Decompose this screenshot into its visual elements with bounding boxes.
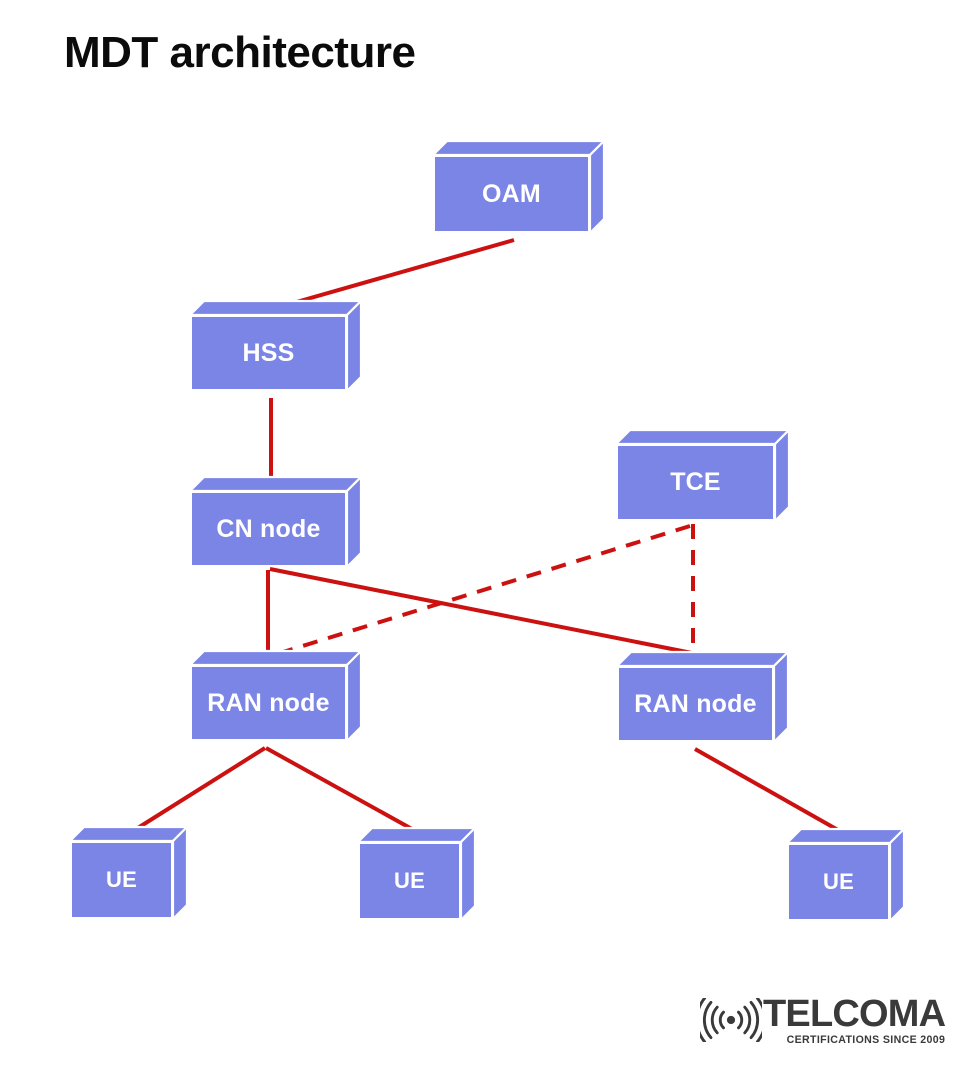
node-label: CN node — [216, 514, 321, 543]
link-ran1-ue1 — [131, 746, 267, 833]
node-front-face: TCE — [616, 444, 775, 521]
node-tce[interactable]: TCE — [600, 427, 792, 524]
node-front-face: UE — [358, 842, 461, 920]
link-cn-ran2 — [269, 567, 693, 655]
node-label: HSS — [242, 338, 295, 367]
node-depth-faces — [613, 427, 792, 524]
node-front-face: OAM — [433, 155, 590, 233]
node-label: TCE — [670, 468, 721, 496]
node-right-face — [345, 298, 363, 394]
node-top-face — [614, 650, 791, 668]
node-ran2[interactable]: RAN node — [601, 649, 791, 745]
node-hss[interactable]: HSS — [174, 298, 364, 394]
node-top-face — [67, 825, 190, 843]
node-right-face — [773, 427, 791, 524]
node-right-face — [459, 825, 477, 923]
node-top-face — [784, 827, 907, 845]
logo-tagline: CERTIFICATIONS SINCE 2009 — [786, 1033, 946, 1046]
node-front-face: RAN node — [190, 665, 347, 741]
node-depth-faces — [187, 474, 364, 570]
node-front-face: UE — [787, 843, 890, 921]
node-right-face — [588, 138, 606, 236]
node-label: OAM — [482, 179, 541, 208]
node-cn[interactable]: CN node — [174, 474, 364, 570]
node-front-face: HSS — [190, 315, 347, 391]
node-top-face — [187, 299, 364, 317]
node-right-face — [888, 826, 906, 924]
brand-logo: TELCOMA CERTIFICATIONS SINCE 2009 — [700, 995, 946, 1056]
node-depth-faces — [430, 138, 607, 236]
node-right-face — [171, 824, 189, 922]
node-right-face — [772, 649, 790, 745]
node-front-face: RAN node — [617, 666, 774, 742]
node-top-face — [187, 475, 364, 493]
logo-wordmark: TELCOMA CERTIFICATIONS SINCE 2009 — [763, 993, 946, 1046]
node-ue2[interactable]: UE — [342, 825, 478, 923]
node-top-face — [187, 649, 364, 667]
node-oam[interactable]: OAM — [417, 138, 607, 236]
node-label: RAN node — [634, 689, 757, 718]
link-oam-hss — [285, 238, 515, 307]
page-title: MDT architecture — [64, 28, 416, 77]
node-top-face — [355, 826, 478, 844]
node-top-face — [613, 428, 792, 446]
node-top-face — [430, 139, 607, 157]
link-ran1-ue2 — [265, 746, 422, 836]
link-ran2-ue3 — [694, 747, 846, 836]
node-label: RAN node — [207, 688, 330, 717]
node-label: UE — [394, 868, 425, 893]
node-front-face: UE — [70, 841, 173, 919]
node-ue1[interactable]: UE — [54, 824, 190, 922]
node-label: UE — [823, 869, 854, 894]
node-ue3[interactable]: UE — [771, 826, 907, 924]
logo-brand-name: TELCOMA — [763, 993, 946, 1035]
signal-wave-icon — [700, 998, 762, 1042]
node-ran1[interactable]: RAN node — [174, 648, 364, 744]
node-label: UE — [106, 867, 137, 892]
node-right-face — [345, 474, 363, 570]
node-front-face: CN node — [190, 491, 347, 567]
node-right-face — [345, 648, 363, 744]
